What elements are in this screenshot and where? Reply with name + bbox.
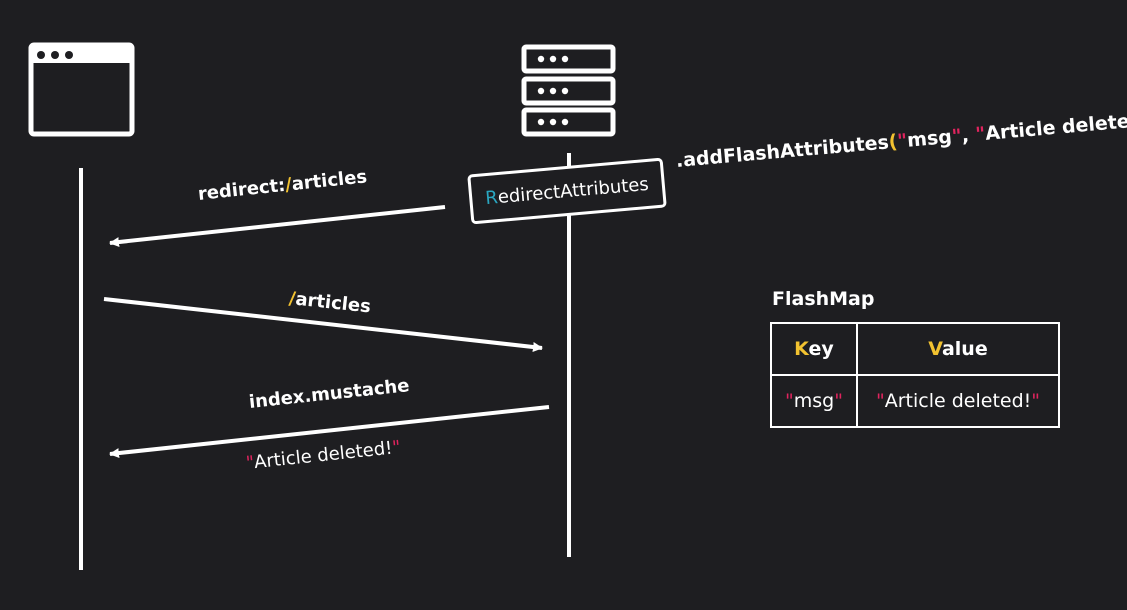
key-header-first: K (794, 338, 809, 360)
quote: " (785, 390, 794, 412)
flashmap-title: FlashMap (772, 288, 875, 310)
quote: " (1031, 390, 1041, 412)
value-text: Article deleted! (884, 390, 1032, 412)
browser-window-icon (28, 42, 135, 137)
flashmap-value-header: Value (856, 322, 1060, 376)
flashmap-key-cell: "msg" (770, 374, 858, 428)
quote: " (834, 390, 843, 412)
table-row: "msg" "Article deleted!" (770, 374, 1060, 428)
flashmap-value-cell: "Article deleted!" (856, 374, 1060, 428)
key-header-rest: ey (808, 338, 834, 360)
flashmap-key-header: Key (770, 322, 858, 376)
arg-msg: msg (906, 125, 953, 152)
flashmap-header-row: Key Value (770, 322, 1060, 376)
flashmap-table: Key Value "msg" "Article deleted!" (770, 322, 1060, 428)
value-header-first: V (928, 338, 942, 360)
value-header-rest: alue (941, 338, 988, 360)
request-arrow (103, 297, 543, 352)
server-rack-icon (521, 44, 616, 137)
redirect-arrow (109, 205, 446, 248)
key-text: msg (793, 390, 835, 412)
quote: " (875, 390, 885, 412)
redirect-attributes-rest: edirectAttributes (496, 173, 650, 208)
response-arrow (109, 405, 550, 459)
